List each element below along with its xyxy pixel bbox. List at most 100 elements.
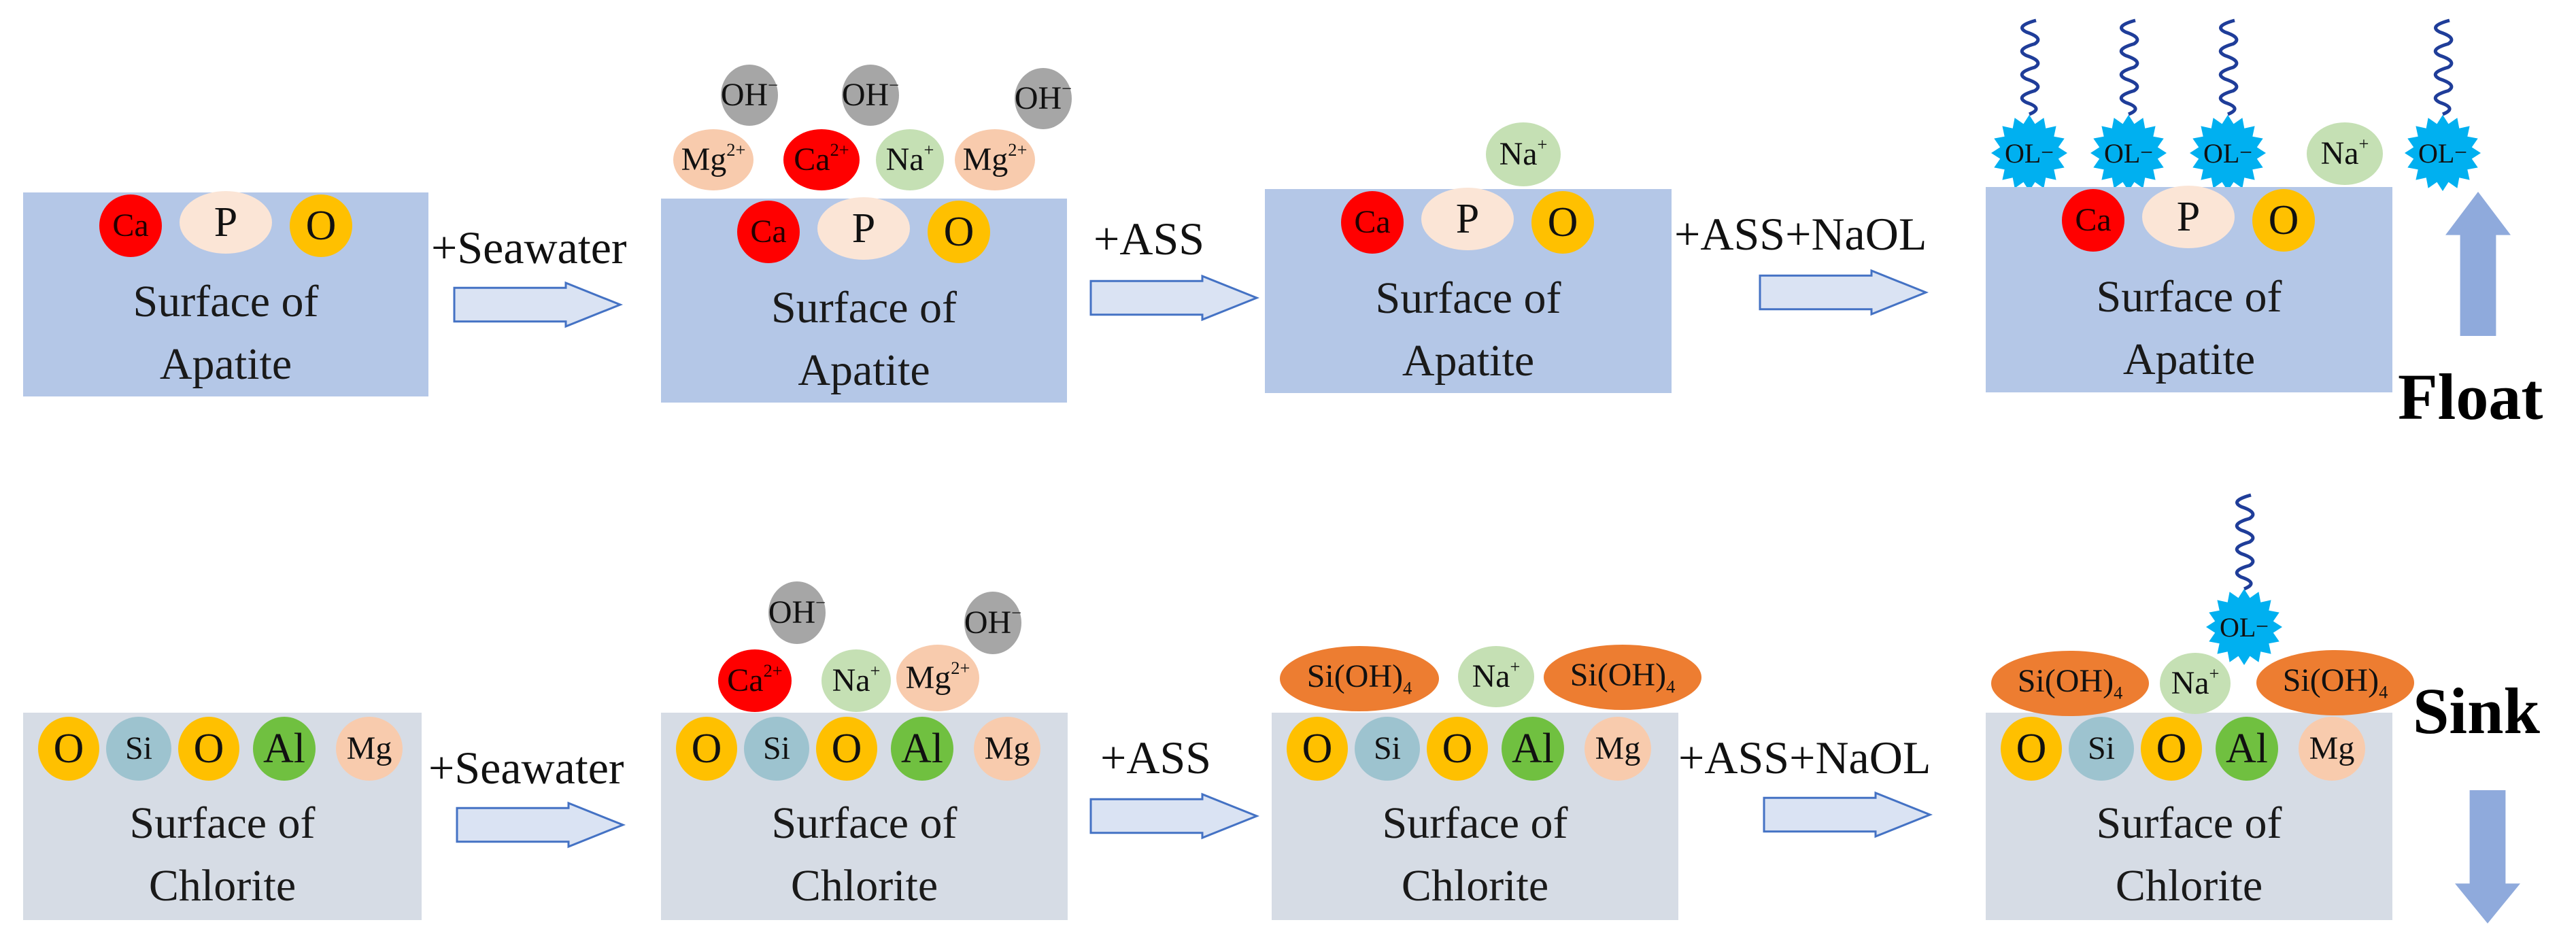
chlorite-2-oh-ion-1: OH− [768, 581, 826, 644]
apatite-2-ca-ion-text: Ca [750, 214, 787, 250]
apatite-4-collector-2 [2090, 115, 2167, 191]
apatite-1-ca-ion: Ca [99, 194, 162, 257]
apatite-4-collector-3 [2190, 115, 2266, 191]
chlorite-2-mg-ion: Mg [974, 717, 1040, 781]
chlorite-2-si-ion-text: Si [762, 730, 791, 766]
chlorite-2-mg-ion-text: Mg [984, 730, 1030, 766]
chlorite-4-si-ion-text: Si [2087, 730, 2116, 766]
chlorite-2-mg2-ion: Mg2+ [896, 645, 979, 711]
chlorite-4-sioh4-1: Si(OH)4 [1991, 651, 2149, 716]
apatite-surface-3-label-line1: Surface of [1375, 273, 1561, 323]
chlorite-1-o-ion-2-text: O [193, 726, 224, 772]
apatite-4-na-ion: Na+ [2307, 122, 2383, 185]
apatite-3-ca-ion: Ca [1341, 191, 1404, 254]
chlorite-4-al-ion-text: Al [2226, 726, 2268, 772]
chlorite-step-label-ass-naol: +ASS+NaOL [1678, 732, 1931, 783]
chlorite-surface-1-label-line2: Chlorite [148, 860, 296, 911]
apatite-4-collector-1 [1991, 115, 2067, 191]
chlorite-2-oh-ion-2-text: OH− [964, 603, 1022, 641]
chlorite-1-o-ion-1: O [38, 717, 99, 781]
chlorite-3-sioh4-2: Si(OH)4 [1544, 645, 1701, 710]
chlorite-4-mg-ion: Mg [2299, 717, 2365, 781]
chlorite-arrow-2 [1089, 792, 1260, 840]
chlorite-2-o-ion-1: O [676, 717, 737, 781]
apatite-2-p-ion: P [817, 197, 910, 260]
chlorite-3-al-ion-text: Al [1512, 726, 1554, 772]
apatite-4-collector-tail-3 [2218, 18, 2239, 116]
chlorite-1-o-ion-1-text: O [53, 726, 84, 772]
apatite-2-p-ion-text: P [851, 205, 876, 252]
apatite-surface-1-label-line1: Surface of [133, 277, 319, 326]
chlorite-4-o-ion-1: O [2001, 717, 2062, 781]
apatite-2-ca2-ion: Ca2+ [783, 129, 860, 190]
chlorite-2-o-ion-2-text: O [831, 726, 862, 772]
apatite-2-ca-ion: Ca [737, 201, 800, 263]
apatite-4-collector-tail-1 [2020, 18, 2040, 116]
apatite-4-o-ion: O [2252, 189, 2315, 252]
apatite-1-ca-ion-text: Ca [112, 207, 149, 243]
apatite-4-ca-ion: Ca [2062, 189, 2124, 252]
chlorite-3-na-ion: Na+ [1458, 646, 1534, 707]
chlorite-2-oh-ion-1-text: OH− [768, 592, 826, 630]
apatite-surface-2-label-line2: Apatite [798, 345, 930, 395]
apatite-2-o-ion-text: O [943, 209, 975, 255]
chlorite-4-collector-tail [2235, 493, 2255, 591]
apatite-3-ca-ion-text: Ca [1354, 204, 1391, 240]
apatite-2-oh-ion-1-text: OH− [720, 75, 779, 113]
float-label: Float [2398, 360, 2543, 433]
apatite-3-p-ion: P [1421, 188, 1514, 250]
chlorite-4-o-ion-2: O [2141, 717, 2202, 781]
apatite-2-na-ion-text: Na+ [885, 139, 934, 177]
chlorite-3-o-ion-2-text: O [1442, 726, 1473, 772]
apatite-2-oh-ion-2: OH− [842, 65, 899, 126]
chlorite-2-o-ion-1-text: O [691, 726, 722, 772]
apatite-surface-2-label-line1: Surface of [770, 283, 957, 333]
chlorite-1-al-ion: Al [253, 717, 316, 781]
apatite-arrow-1 [453, 281, 624, 328]
apatite-2-o-ion: O [928, 201, 990, 263]
chlorite-step-label-ass: +ASS [1100, 732, 1212, 783]
chlorite-3-mg-ion: Mg [1584, 717, 1651, 781]
chlorite-2-ca2-ion-text: Ca2+ [727, 660, 783, 698]
chlorite-surface-3-label-line2: Chlorite [1401, 860, 1549, 911]
sink-down-arrow [2455, 790, 2520, 923]
apatite-3-p-ion-text: P [1455, 196, 1480, 242]
chlorite-4-sioh4-2: Si(OH)4 [2256, 650, 2414, 715]
apatite-4-ol-label-4: OL− [2418, 137, 2468, 169]
apatite-step-label-seawater: +Seawater [431, 222, 627, 273]
chlorite-4-mg-ion-text: Mg [2309, 730, 2355, 766]
apatite-1-o-ion: O [290, 194, 352, 257]
sink-label: Sink [2413, 675, 2540, 747]
chlorite-3-o-ion-1-text: O [1302, 726, 1333, 772]
chlorite-arrow-3 [1763, 791, 1933, 838]
chlorite-2-oh-ion-2: OH− [964, 592, 1021, 654]
chlorite-2-si-ion: Si [744, 717, 809, 781]
apatite-4-p-ion: P [2142, 186, 2235, 248]
apatite-4-p-ion-text: P [2176, 194, 2201, 240]
chlorite-1-al-ion-text: Al [263, 726, 305, 772]
chlorite-4-si-ion: Si [2069, 717, 2134, 781]
apatite-4-na-ion-text: Na+ [2320, 133, 2369, 171]
apatite-4-o-ion-text: O [2268, 197, 2299, 243]
apatite-4-ol-label-2: OL− [2103, 137, 2154, 169]
chlorite-1-si-ion: Si [106, 717, 171, 781]
apatite-2-ca2-ion-text: Ca2+ [794, 139, 849, 177]
apatite-2-mg2-ion-1: Mg2+ [673, 129, 753, 190]
chlorite-step-label-seawater: +Seawater [428, 742, 624, 794]
apatite-3-na-ion: Na+ [1486, 122, 1561, 186]
apatite-4-collector-tail-4 [2433, 18, 2454, 116]
apatite-1-p-ion-text: P [214, 199, 238, 245]
apatite-4-ol-label-1: OL− [2004, 137, 2054, 169]
apatite-2-mg2-ion-2: Mg2+ [955, 129, 1035, 190]
chlorite-1-mg-ion: Mg [336, 717, 403, 781]
chlorite-3-o-ion-2: O [1427, 717, 1488, 781]
chlorite-2-na-ion: Na+ [821, 649, 891, 712]
chlorite-3-al-ion: Al [1502, 717, 1564, 781]
chlorite-surface-4-label-line2: Chlorite [2115, 860, 2263, 911]
chlorite-3-o-ion-1: O [1287, 717, 1348, 781]
chlorite-4-sioh4-1-text: Si(OH)4 [2017, 663, 2123, 703]
apatite-2-oh-ion-2-text: OH− [841, 75, 900, 113]
chlorite-4-na-ion: Na+ [2160, 653, 2231, 714]
chlorite-surface-3-label-line1: Surface of [1382, 798, 1568, 848]
